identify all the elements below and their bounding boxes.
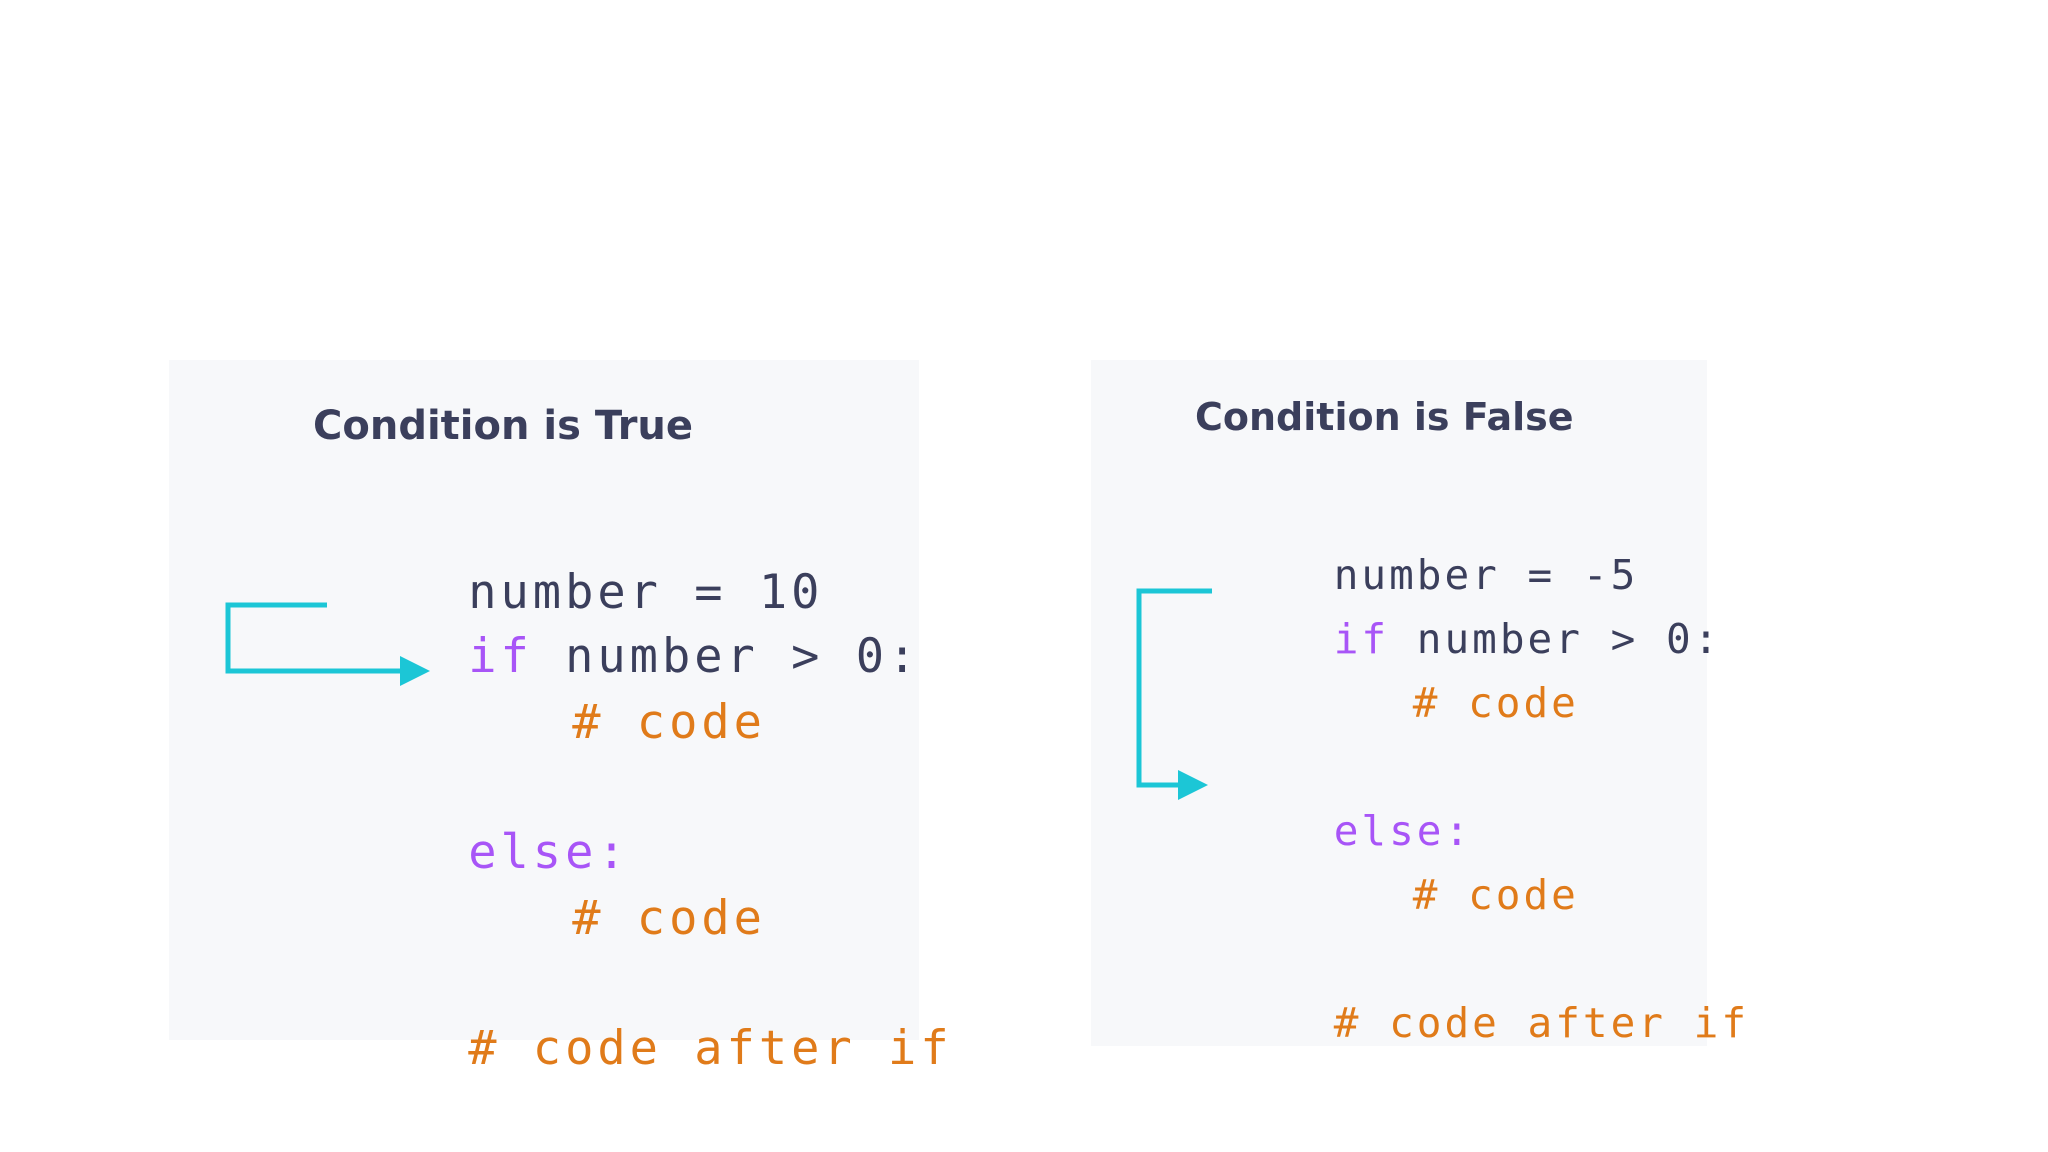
else-body-comment: # code	[572, 891, 766, 946]
code-line-after: # code after if	[339, 978, 953, 1119]
if-body-comment: # code	[572, 695, 766, 750]
code-line-if-body: # code	[1302, 642, 1579, 765]
else-keyword: else:	[1333, 807, 1473, 855]
assign-statement: number = 10	[468, 565, 824, 620]
if-keyword: if	[1333, 615, 1390, 663]
code-line-after: # code after if	[1223, 962, 1749, 1085]
code-line-if: if number > 0:	[339, 586, 920, 727]
panel-title: Condition is True	[313, 403, 694, 449]
else-body-comment: # code	[1412, 871, 1579, 919]
if-condition: number > 0:	[532, 629, 921, 684]
else-keyword: else:	[468, 825, 630, 880]
after-if-comment: # code after if	[1333, 999, 1750, 1047]
code-line-if: if number > 0:	[1223, 578, 1721, 701]
code-line-assign: number = -5	[1223, 514, 1638, 637]
code-line-else: else:	[339, 782, 630, 923]
panel-title: Condition is False	[1195, 395, 1574, 439]
code-line-if-body: # code	[443, 652, 766, 793]
if-condition: number > 0:	[1389, 615, 1722, 663]
if-body-comment: # code	[1412, 679, 1579, 727]
if-keyword: if	[468, 629, 533, 684]
code-line-else-body: # code	[443, 848, 766, 989]
panel-condition-true: Condition is True number = 10 if number …	[169, 360, 949, 1072]
code-line-else-body: # code	[1302, 834, 1579, 957]
after-if-comment: # code after if	[468, 1021, 953, 1076]
code-line-else: else:	[1223, 770, 1472, 893]
panel-condition-false: Condition is False number = -5 if number…	[1091, 360, 1746, 1046]
assign-statement: number = -5	[1333, 551, 1639, 599]
code-line-assign: number = 10	[339, 522, 823, 663]
